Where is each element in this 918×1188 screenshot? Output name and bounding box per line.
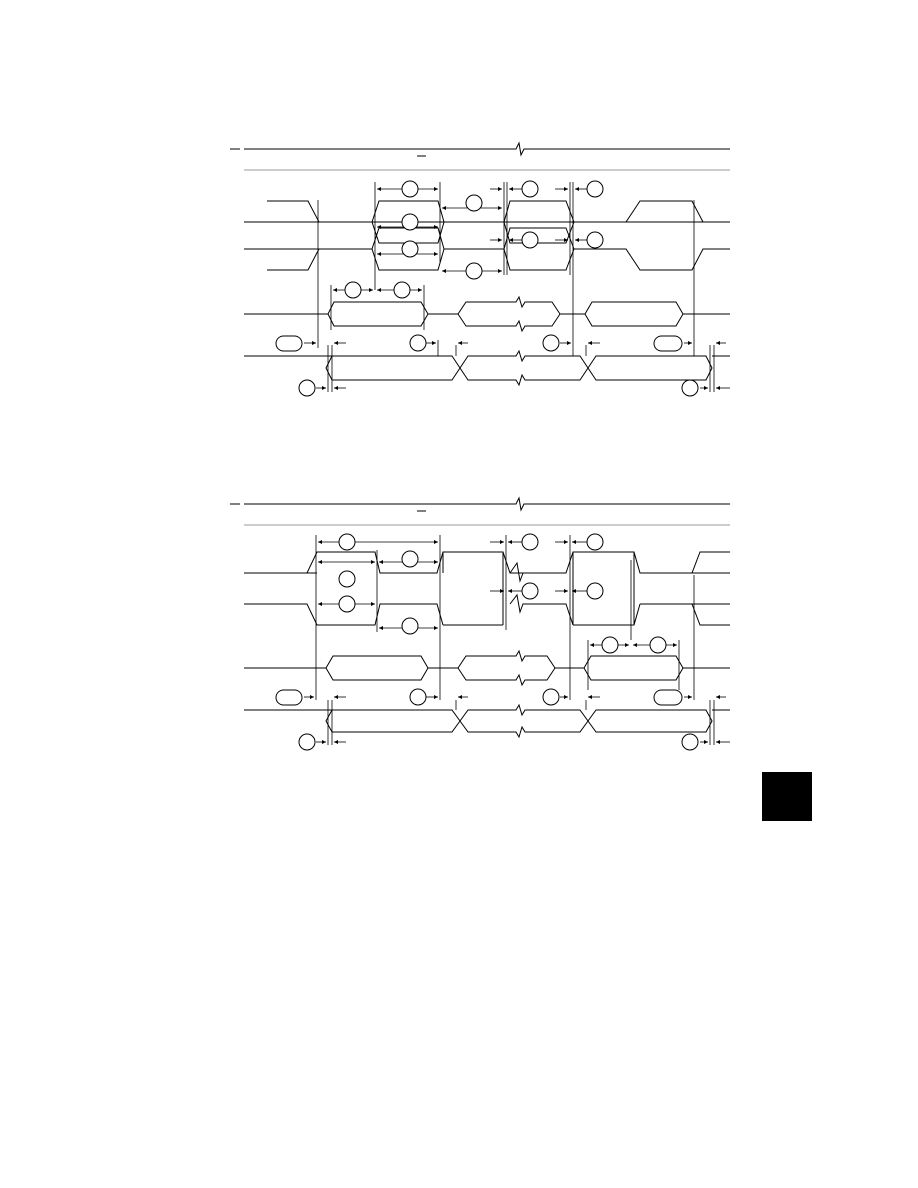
signal-line-3	[244, 248, 730, 271]
section-tab-marker	[762, 772, 812, 821]
bus-signal-2	[244, 355, 461, 381]
signal-line-4	[267, 248, 320, 271]
clock-signal-line	[244, 496, 730, 512]
clock-signal-line	[244, 141, 730, 157]
bus-signal-1	[244, 649, 730, 669]
timing-diagram-upper	[230, 141, 730, 397]
bus-signal-2	[244, 709, 461, 733]
timing-diagram-lower	[230, 496, 730, 751]
signal-line-2	[244, 200, 730, 223]
signal-line-1	[244, 551, 730, 574]
timing-parameter-bubbles	[275, 180, 699, 397]
timing-parameter-bubbles	[275, 533, 699, 751]
bus-signal-1	[244, 295, 730, 315]
signal-line-1	[267, 200, 730, 223]
signal-line-2	[244, 603, 444, 626]
